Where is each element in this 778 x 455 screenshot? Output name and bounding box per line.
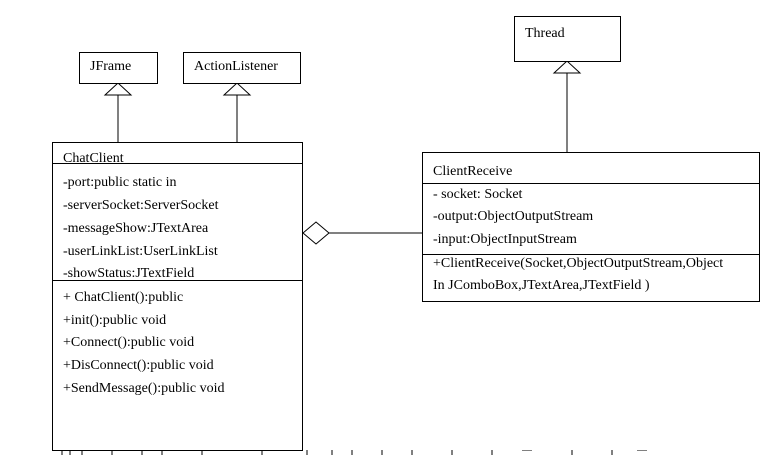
clientreceive-attribute: - socket: Socket [433, 187, 523, 202]
chatclient-method: +DisConnect():public void [63, 358, 214, 373]
chatclient-attribute: -showStatus:JTextField [63, 266, 195, 281]
chatclient-attribute: -serverSocket:ServerSocket [63, 198, 219, 213]
chatclient-attribute: -messageShow:JTextArea [63, 221, 209, 236]
class-chatclient-name: ChatClient [63, 151, 124, 166]
class-jframe-name: JFrame [90, 59, 132, 74]
chatclient-attribute: -port:public static in [63, 175, 177, 190]
clientreceive-method: In JComboBox,JTextArea,JTextField ) [433, 278, 650, 293]
class-thread-name: Thread [525, 26, 565, 41]
class-chatclient-name-divider [53, 163, 302, 164]
clientreceive-attribute: -output:ObjectOutputStream [433, 209, 594, 224]
class-clientreceive: ClientReceive - socket: Socket -output:O… [422, 152, 760, 302]
class-thread: Thread [514, 16, 621, 62]
chatclient-method: + ChatClient():public [63, 290, 184, 305]
clientreceive-method: +ClientReceive(Socket,ObjectOutputStream… [433, 256, 724, 271]
class-clientreceive-name-divider [423, 183, 759, 184]
clipped-caption-glyphs [61, 450, 647, 455]
chatclient-attribute: -userLinkList:UserLinkList [63, 244, 218, 259]
class-jframe: JFrame [79, 52, 158, 84]
generalization-arrowhead-jframe [103, 82, 133, 96]
class-clientreceive-name: ClientReceive [433, 164, 513, 179]
chatclient-method: +Connect():public void [63, 335, 195, 350]
aggregation-diamond [302, 221, 330, 245]
class-actionlistener-name: ActionListener [194, 59, 278, 74]
class-chatclient: ChatClient -port:public static in -serve… [52, 142, 303, 451]
class-actionlistener: ActionListener [183, 52, 301, 84]
generalization-arrowhead-actionlistener [222, 82, 252, 96]
chatclient-method: +SendMessage():public void [63, 381, 225, 396]
class-chatclient-attributes-divider [53, 280, 302, 281]
clipped-caption-strip [61, 450, 647, 455]
class-clientreceive-attributes-divider [423, 254, 759, 255]
chatclient-method: +init():public void [63, 313, 167, 328]
generalization-arrowhead-thread [552, 60, 582, 74]
clientreceive-attribute: -input:ObjectInputStream [433, 232, 577, 247]
